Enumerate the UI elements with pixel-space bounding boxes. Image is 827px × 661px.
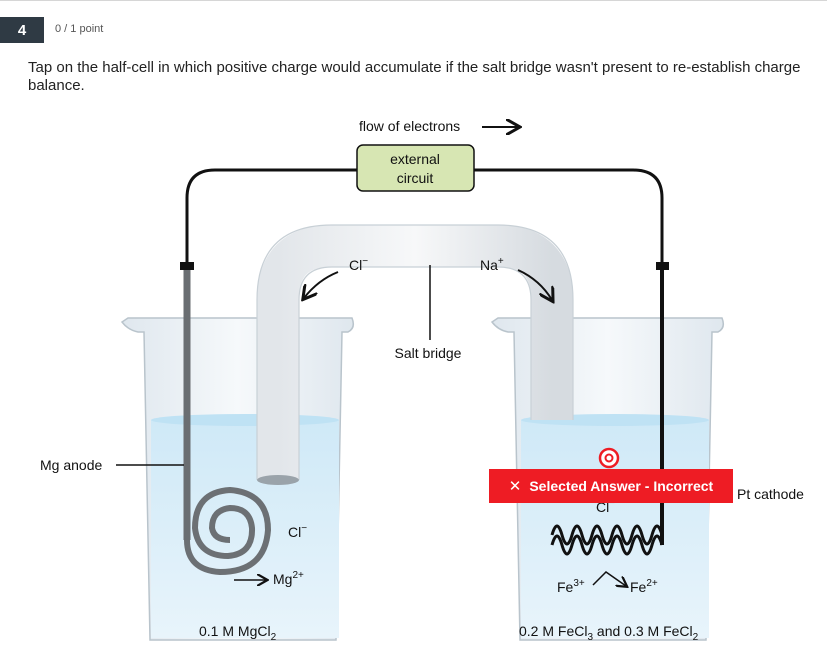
salt-bridge-label: Salt bridge — [395, 345, 462, 361]
left-solution-label: 0.1 M MgCl2 — [199, 623, 277, 643]
bridge-anion-arrow-icon — [304, 271, 339, 298]
salt-bridge-plug — [257, 475, 299, 485]
anode-label: Mg anode — [40, 457, 102, 473]
right-anion-label: Cl− — [596, 498, 615, 515]
answer-feedback-banner: ✕ Selected Answer - Incorrect — [489, 469, 733, 503]
selection-marker-icon[interactable] — [598, 447, 620, 469]
salt-bridge — [257, 225, 573, 480]
flow-label: flow of electrons — [359, 118, 460, 134]
right-solution-label: 0.2 M FeCl3 and 0.3 M FeCl2 — [519, 623, 699, 643]
fe3-label: Fe3+ — [557, 578, 585, 595]
question-number: 4 — [0, 17, 44, 43]
external-wire — [185, 168, 664, 268]
left-cation-label: Mg2+ — [273, 570, 304, 587]
cathode-label: Pt cathode — [737, 486, 804, 502]
left-anion-label: Cl− — [288, 523, 307, 540]
feedback-text: Selected Answer - Incorrect — [529, 478, 714, 494]
question-prompt: Tap on the half-cell in which positive c… — [28, 59, 801, 94]
circuit-label-2: circuit — [397, 170, 434, 186]
top-divider — [0, 0, 827, 1]
anode-half-cell[interactable] — [120, 317, 355, 641]
external-circuit-box — [356, 144, 475, 192]
pt-coil — [550, 524, 664, 556]
fe-reaction-arrow-icon — [592, 571, 626, 586]
points-label: 0 / 1 point — [55, 23, 104, 35]
close-icon: ✕ — [508, 478, 522, 495]
mg-coil — [184, 486, 272, 576]
bridge-cation-label: Na+ — [480, 256, 504, 273]
circuit-label-1: external — [390, 151, 440, 167]
left-solution — [151, 420, 339, 638]
bridge-anion-label: Cl− — [349, 256, 368, 273]
bridge-cation-arrow-icon — [517, 269, 552, 300]
fe2-label: Fe2+ — [630, 578, 658, 595]
